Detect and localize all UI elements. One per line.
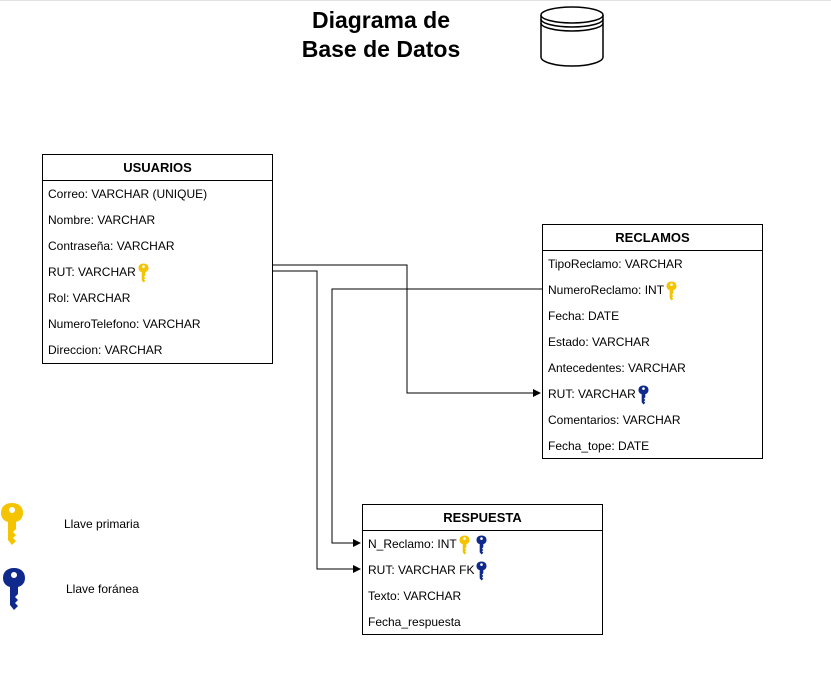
field-label: Comentarios: VARCHAR	[548, 413, 681, 427]
connector-usuarios-rut-to-respuesta-rut	[273, 270, 361, 573]
table-usuarios: USUARIOS Correo: VARCHAR (UNIQUE) Nombre:…	[42, 154, 273, 364]
field-label: Contraseña: VARCHAR	[48, 239, 175, 253]
diagram-title: Diagrama de Base de Datos	[276, 6, 486, 64]
database-icon	[540, 6, 604, 67]
field-row: NumeroReclamo: INT	[543, 277, 762, 303]
table-reclamos: RECLAMOS TipoReclamo: VARCHAR NumeroRecla…	[542, 224, 763, 459]
field-row: Contraseña: VARCHAR	[43, 233, 272, 259]
field-label: TipoReclamo: VARCHAR	[548, 257, 683, 271]
table-reclamos-fields: TipoReclamo: VARCHAR NumeroReclamo: INT Fe…	[543, 251, 762, 459]
primary-key-icon	[138, 263, 149, 283]
field-label: RUT: VARCHAR	[48, 265, 136, 279]
field-row: RUT: VARCHAR	[43, 259, 272, 285]
field-label: Antecedentes: VARCHAR	[548, 361, 686, 375]
field-label: Rol: VARCHAR	[48, 291, 131, 305]
field-label: Nombre: VARCHAR	[48, 213, 156, 227]
field-row: Rol: VARCHAR	[43, 285, 272, 311]
field-row: Fecha_respuesta	[363, 609, 602, 635]
field-label: NumeroTelefono: VARCHAR	[48, 317, 201, 331]
field-row: TipoReclamo: VARCHAR	[543, 251, 762, 277]
table-respuesta: RESPUESTA N_Reclamo: INT RUT: VARCHAR FK T…	[362, 504, 603, 635]
field-row: Fecha_tope: DATE	[543, 433, 762, 459]
field-row: RUT: VARCHAR	[543, 381, 762, 407]
field-row: Fecha: DATE	[543, 303, 762, 329]
table-respuesta-header: RESPUESTA	[363, 505, 602, 531]
field-label: Fecha: DATE	[548, 309, 620, 323]
legend-primary-label: Llave primaria	[64, 517, 140, 531]
foreign-key-icon	[476, 561, 487, 581]
field-row: Estado: VARCHAR	[543, 329, 762, 355]
top-border	[0, 0, 831, 4]
primary-key-icon	[459, 535, 470, 555]
field-label: Texto: VARCHAR	[368, 589, 462, 603]
field-label: RUT: VARCHAR FK	[368, 563, 475, 577]
table-usuarios-fields: Correo: VARCHAR (UNIQUE) Nombre: VARCHAR C…	[43, 181, 272, 363]
field-row: Nombre: VARCHAR	[43, 207, 272, 233]
field-row: Texto: VARCHAR	[363, 583, 602, 609]
table-reclamos-header: RECLAMOS	[543, 225, 762, 251]
field-label: Fecha_respuesta	[368, 615, 461, 629]
field-label: NumeroReclamo: INT	[548, 283, 665, 297]
field-row: Antecedentes: VARCHAR	[543, 355, 762, 381]
foreign-key-icon	[638, 385, 649, 405]
table-usuarios-header: USUARIOS	[43, 155, 272, 181]
field-label: Correo: VARCHAR (UNIQUE)	[48, 187, 208, 201]
field-label: N_Reclamo: INT	[368, 537, 457, 551]
field-row: Correo: VARCHAR (UNIQUE)	[43, 181, 272, 207]
field-label: RUT: VARCHAR	[548, 387, 636, 401]
field-row: NumeroTelefono: VARCHAR	[43, 311, 272, 337]
foreign-key-icon	[476, 535, 487, 555]
legend-foreign-key-icon	[3, 568, 25, 610]
connector-usuarios-rut-to-reclamos-rut	[273, 264, 541, 397]
legend-foreign-label: Llave foránea	[66, 582, 139, 596]
field-label: Direccion: VARCHAR	[48, 343, 163, 357]
field-label: Fecha_tope: DATE	[548, 439, 650, 453]
field-row: N_Reclamo: INT	[363, 531, 602, 557]
field-row: Direccion: VARCHAR	[43, 337, 272, 363]
field-label: Estado: VARCHAR	[548, 335, 650, 349]
primary-key-icon	[666, 281, 677, 301]
table-respuesta-fields: N_Reclamo: INT RUT: VARCHAR FK Texto: VARC…	[363, 531, 602, 635]
title-line-1: Diagrama de	[311, 7, 451, 33]
field-row: Comentarios: VARCHAR	[543, 407, 762, 433]
field-row: RUT: VARCHAR FK	[363, 557, 602, 583]
legend-primary-key-icon	[1, 503, 23, 545]
title-line-2: Base de Datos	[301, 36, 461, 62]
